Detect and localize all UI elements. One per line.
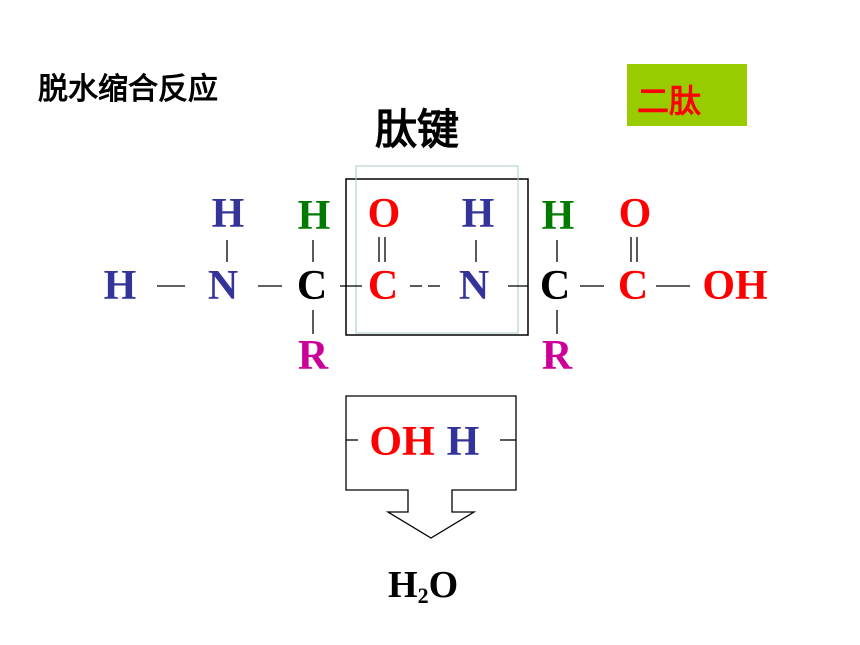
peptide-bond-label: 肽键 bbox=[375, 105, 460, 154]
atom-c1: C bbox=[296, 263, 328, 309]
chain-bonds bbox=[157, 237, 690, 334]
dipeptide-badge-label: 二肽 bbox=[637, 82, 702, 120]
dipeptide-badge: 二肽 bbox=[627, 64, 747, 126]
atom-o-c2: O bbox=[367, 191, 401, 237]
atom-c3: C bbox=[539, 263, 571, 309]
atom-c2: C bbox=[367, 263, 399, 309]
removed-h: H bbox=[446, 419, 480, 465]
atom-r2: R bbox=[541, 333, 573, 379]
water-removal-arrow bbox=[345, 395, 517, 539]
reaction-title: 脱水缩合反应 bbox=[38, 72, 218, 107]
removed-oh: OH bbox=[369, 419, 435, 465]
atom-h-c1: H bbox=[297, 193, 331, 239]
water-product: H2O bbox=[388, 564, 459, 608]
atom-h-n1: H bbox=[211, 191, 245, 237]
atom-oh-right: OH bbox=[702, 263, 768, 309]
atom-c4: C bbox=[617, 263, 649, 309]
peptide-bond-box-outer bbox=[345, 178, 529, 336]
atom-o-c4: O bbox=[618, 191, 652, 237]
atom-h-left: H bbox=[103, 263, 137, 309]
atom-h-c3: H bbox=[541, 193, 575, 239]
peptide-bond-box-inner bbox=[355, 165, 519, 334]
atom-r1: R bbox=[297, 333, 329, 379]
atom-h-n2: H bbox=[461, 191, 495, 237]
atom-n1: N bbox=[207, 263, 239, 309]
atom-n2: N bbox=[458, 263, 490, 309]
